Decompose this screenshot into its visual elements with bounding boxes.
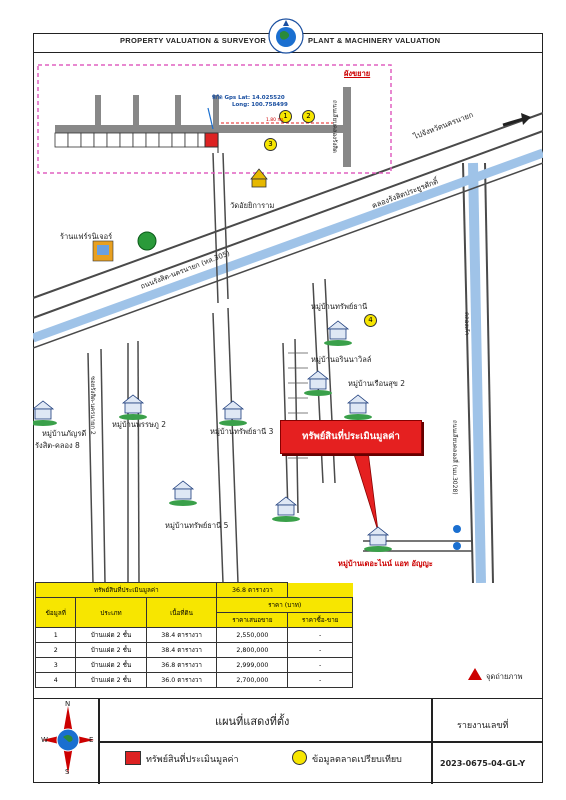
canal-line: [33, 148, 543, 343]
shop-label: ร้านแฟร์รนิเจอร์: [60, 232, 113, 241]
legend-subject-label: ทรัพย์สินที่ประเมินมูลค่า: [146, 755, 239, 765]
table-title-area: 36.8 ตารางวา: [216, 582, 289, 598]
table-title: ทรัพย์สินที่ประเมินมูลค่า: [34, 582, 218, 598]
header-right: PLANT & MACHINERY VALUATION: [308, 36, 441, 45]
inset-title: ผังขยาย: [344, 69, 371, 78]
house-icon: [119, 394, 147, 420]
col-offer: ราคาเสนอขาย: [216, 612, 289, 628]
store-logo-icon: [137, 231, 157, 251]
house-icon: [364, 526, 392, 552]
photo-point-label: จุดถ่ายภาพ: [486, 672, 523, 681]
canal-right-line: [468, 162, 486, 583]
house-icon: [219, 400, 247, 426]
village-3-label: หมู่บ้านเรือนสุข 2: [348, 379, 406, 388]
shop-icon: [92, 240, 114, 262]
inset-box: [37, 64, 392, 174]
subject-plot: [204, 132, 219, 148]
village-4-label: หมู่บ้านพรรษภู 2: [112, 420, 167, 429]
compass-e: E: [89, 736, 94, 744]
compass-s: S: [65, 768, 70, 776]
header-left: PROPERTY VALUATION & SURVEYOR: [120, 36, 267, 45]
compass-w: W: [41, 736, 48, 744]
price-table: ทรัพย์สินที่ประเมินมูลค่า 36.8 ตารางวา ข…: [34, 582, 353, 688]
right-road-label: ถนนเลียบคลองสี่ (นม.3028): [451, 420, 458, 495]
marker-2: 2: [302, 110, 315, 123]
legend-comparison-icon: [292, 750, 307, 765]
canal-right-label: คลองเก้า: [463, 312, 470, 336]
inset-road-label: ถนนเลียบคลองรังสิต: [331, 100, 338, 153]
legend-subject-icon: [125, 751, 141, 765]
col-trade: ราคาซื้อ-ขาย: [287, 612, 353, 628]
main-road-line: [33, 112, 543, 299]
marker-4: 4: [364, 314, 377, 327]
compass-icon: [38, 702, 98, 778]
village-7-label: หมู่บ้านภัญรดี: [42, 429, 87, 438]
marker-1: 1: [279, 110, 292, 123]
distance-label: 1.80 กม.: [266, 118, 285, 123]
target-village-label: หมู่บ้านเดอะไนน์ แอท อัญญะ: [338, 559, 433, 568]
report-label: รายงานเลขที่: [457, 721, 509, 731]
house-icon: [304, 370, 332, 396]
legend-comparison-label: ข้อมูลตลาดเปรียบเทียบ: [312, 755, 402, 765]
compass-n: N: [65, 700, 71, 708]
world-valuation-logo: [268, 18, 304, 54]
village-1-label: หมู่บ้านทรัพย์ธานี: [311, 302, 368, 311]
house-icon: [272, 496, 300, 522]
village-2-label: หมู่บ้านอรินนาวิลล์: [311, 355, 372, 364]
col-type: ประเภท: [75, 597, 147, 628]
footer: [33, 698, 543, 784]
location-map: [33, 64, 543, 583]
report-number: 2023-0675-04-GL-Y: [440, 759, 526, 768]
subject-callout: ทรัพย์สินที่ประเมินมูลค่า: [280, 420, 422, 454]
col-no: ข้อมูลที่: [34, 597, 77, 628]
gps-long: Long: 100.758499: [232, 102, 288, 108]
gps-lat: พิกัด Gps Lat: 14.025520: [212, 95, 285, 101]
marker-3: 3: [264, 138, 277, 151]
house-icon: [344, 394, 372, 420]
photo-point-icon: [468, 668, 482, 680]
village-7b-label: รังสิต-คลอง 8: [35, 441, 80, 450]
col-area: เนื้อที่ดิน: [145, 597, 218, 628]
village-6-label: หมู่บ้านทรัพย์ธานี 5: [165, 521, 229, 530]
temple-label: วัดอัยยิการาม: [230, 201, 275, 210]
house-icon: [324, 320, 352, 346]
soi-label: ซอยรังสิต-นครนายก 2: [89, 376, 96, 435]
temple-icon: [250, 168, 268, 188]
col-price: ราคา (บาท): [216, 597, 353, 613]
house-icon: [33, 400, 57, 426]
footer-title: แผนที่แสดงที่ตั้ง: [215, 715, 290, 728]
village-5-label: หมู่บ้านทรัพย์ธานี 3: [210, 427, 274, 436]
house-icon: [169, 480, 197, 506]
